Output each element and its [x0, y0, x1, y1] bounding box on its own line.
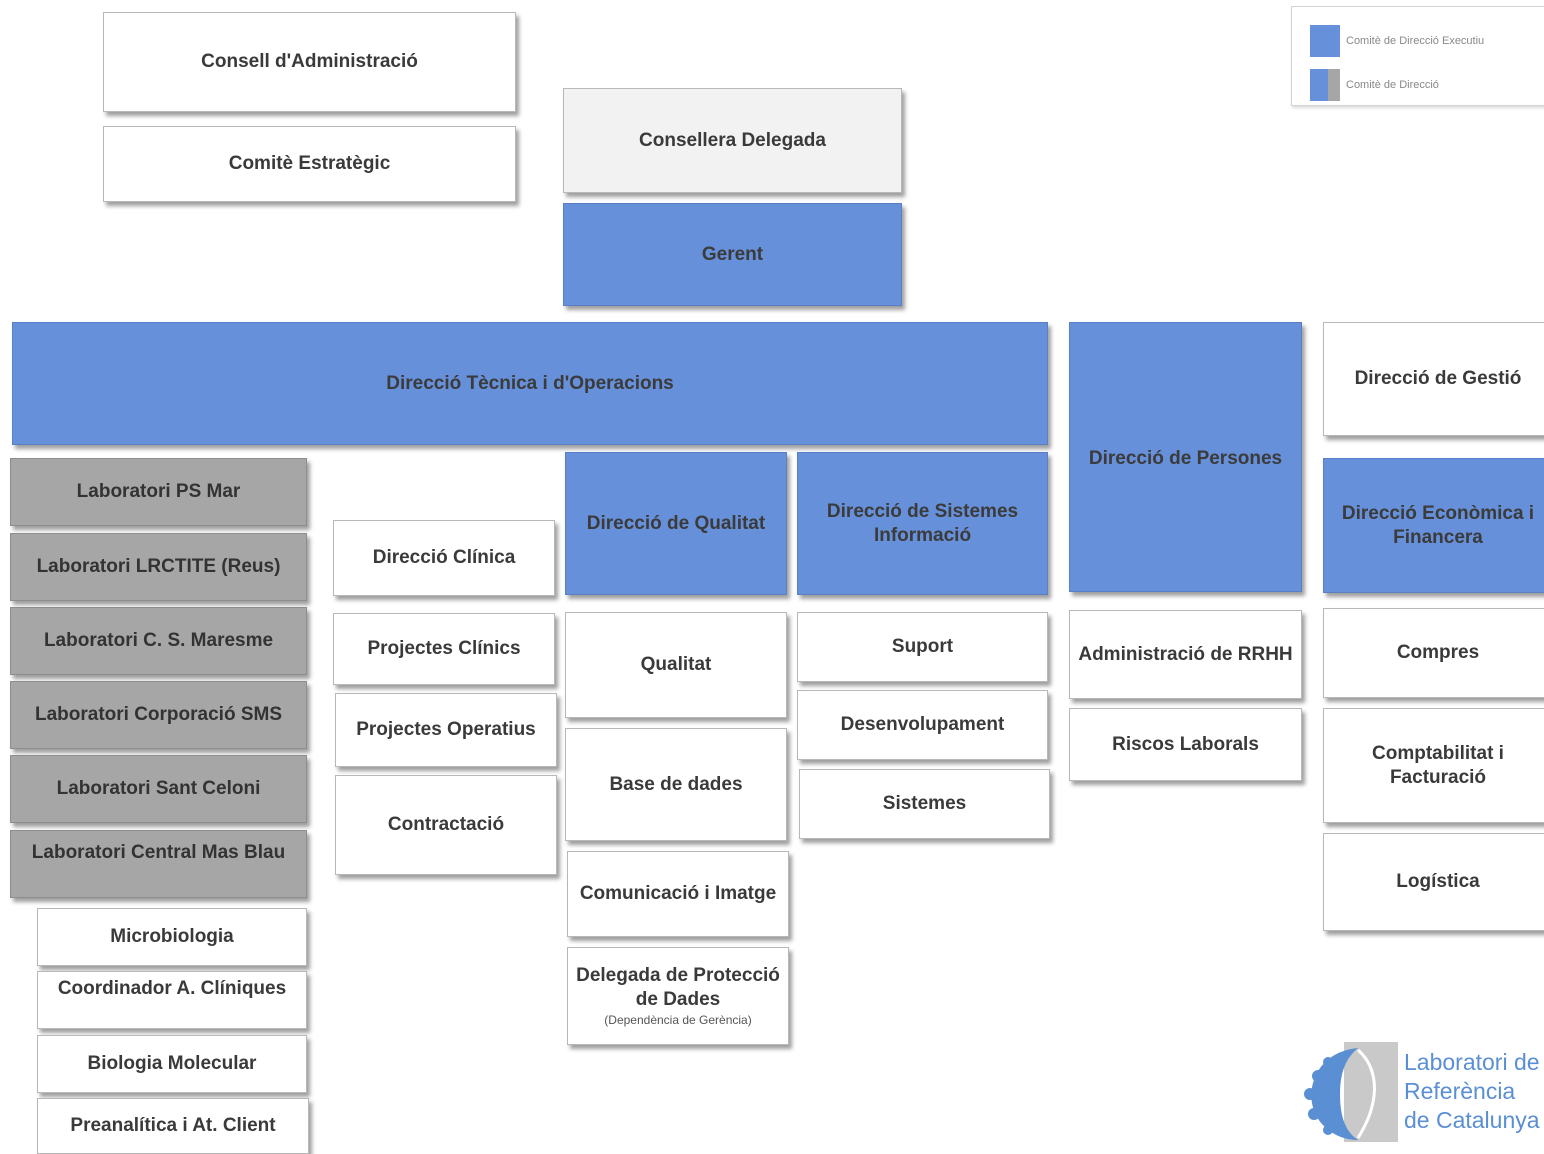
data-protection-title: Delegada de Protecció de Dades — [576, 965, 780, 1010]
manager-box: Gerent — [563, 203, 902, 306]
operational-projects-box: Projectes Operatius — [335, 693, 557, 767]
logo-emblem-icon — [1304, 1042, 1398, 1142]
development-box: Desenvolupament — [797, 690, 1048, 760]
logistics-box: Logística — [1323, 833, 1544, 931]
quality-box: Qualitat — [565, 612, 787, 718]
support-box: Suport — [797, 612, 1048, 682]
strategic-committee-box: Comitè Estratègic — [103, 126, 516, 202]
communication-box: Comunicació i Imatge — [567, 851, 789, 937]
systems-box: Sistemes — [799, 769, 1050, 839]
accounting-box: Comptabilitat i Facturació — [1323, 708, 1544, 823]
lab-corporacio-sms: Laboratori Corporació SMS — [10, 681, 307, 749]
legend-label-executive: Comitè de Direcció Executiu — [1346, 35, 1485, 47]
clinical-direction-box: Direcció Clínica — [333, 520, 555, 596]
clinical-projects-box: Projectes Clínics — [333, 613, 555, 685]
quality-direction-box: Direcció de Qualitat — [565, 452, 787, 595]
lab-ps-mar: Laboratori PS Mar — [10, 458, 307, 526]
systems-direction-box: Direcció de Sistemes Informació — [797, 452, 1048, 595]
logo-line-3: de Catalunya — [1404, 1107, 1540, 1133]
unit-microbiologia: Microbiologia — [37, 908, 307, 966]
unit-preanalitica: Preanalítica i At. Client — [37, 1098, 309, 1154]
purchasing-box: Compres — [1323, 608, 1544, 698]
unit-coordinador-clinical-areas: Coordinador A. Clíniques — [37, 971, 307, 1029]
management-direction-box: Direcció de Gestió — [1323, 322, 1544, 436]
people-direction-box: Direcció de Persones — [1069, 322, 1302, 592]
logo-line-1: Laboratori de — [1404, 1049, 1540, 1075]
unit-biologia-molecular: Biologia Molecular — [37, 1035, 307, 1093]
legend-swatch-executive — [1310, 25, 1340, 57]
data-protection-note: (Dependència de Gerència) — [604, 1013, 752, 1027]
technical-operations-box: Direcció Tècnica i d'Operacions — [12, 322, 1048, 445]
legend: Comitè de Direcció Executiu Comitè de Di… — [1291, 6, 1544, 106]
finance-direction-box: Direcció Econòmica i Financera — [1323, 458, 1544, 593]
legend-item-management: Comitè de Direcció — [1310, 69, 1439, 101]
data-protection-box: Delegada de Protecció de Dades (Dependèn… — [567, 947, 789, 1045]
legend-label-management: Comitè de Direcció — [1346, 79, 1439, 91]
lab-cs-maresme: Laboratori C. S. Maresme — [10, 607, 307, 675]
logo-text: Laboratori de Referència de Catalunya — [1404, 1048, 1540, 1135]
legend-item-executive: Comitè de Direcció Executiu — [1310, 25, 1484, 57]
lab-lrctite-reus: Laboratori LRCTITE (Reus) — [10, 533, 307, 601]
ceo-box: Consellera Delegada — [563, 88, 902, 193]
legend-swatch-management — [1310, 69, 1340, 101]
contracting-box: Contractació — [335, 775, 557, 875]
hr-administration-box: Administració de RRHH — [1069, 610, 1302, 699]
lab-central-mas-blau: Laboratori Central Mas Blau — [10, 830, 307, 898]
occupational-risks-box: Riscos Laborals — [1069, 708, 1302, 781]
company-logo: Laboratori de Referència de Catalunya — [1298, 1036, 1544, 1146]
board-box: Consell d'Administració — [103, 12, 516, 112]
lab-sant-celoni: Laboratori Sant Celoni — [10, 755, 307, 823]
database-box: Base de dades — [565, 728, 787, 841]
logo-line-2: Referència — [1404, 1078, 1516, 1104]
